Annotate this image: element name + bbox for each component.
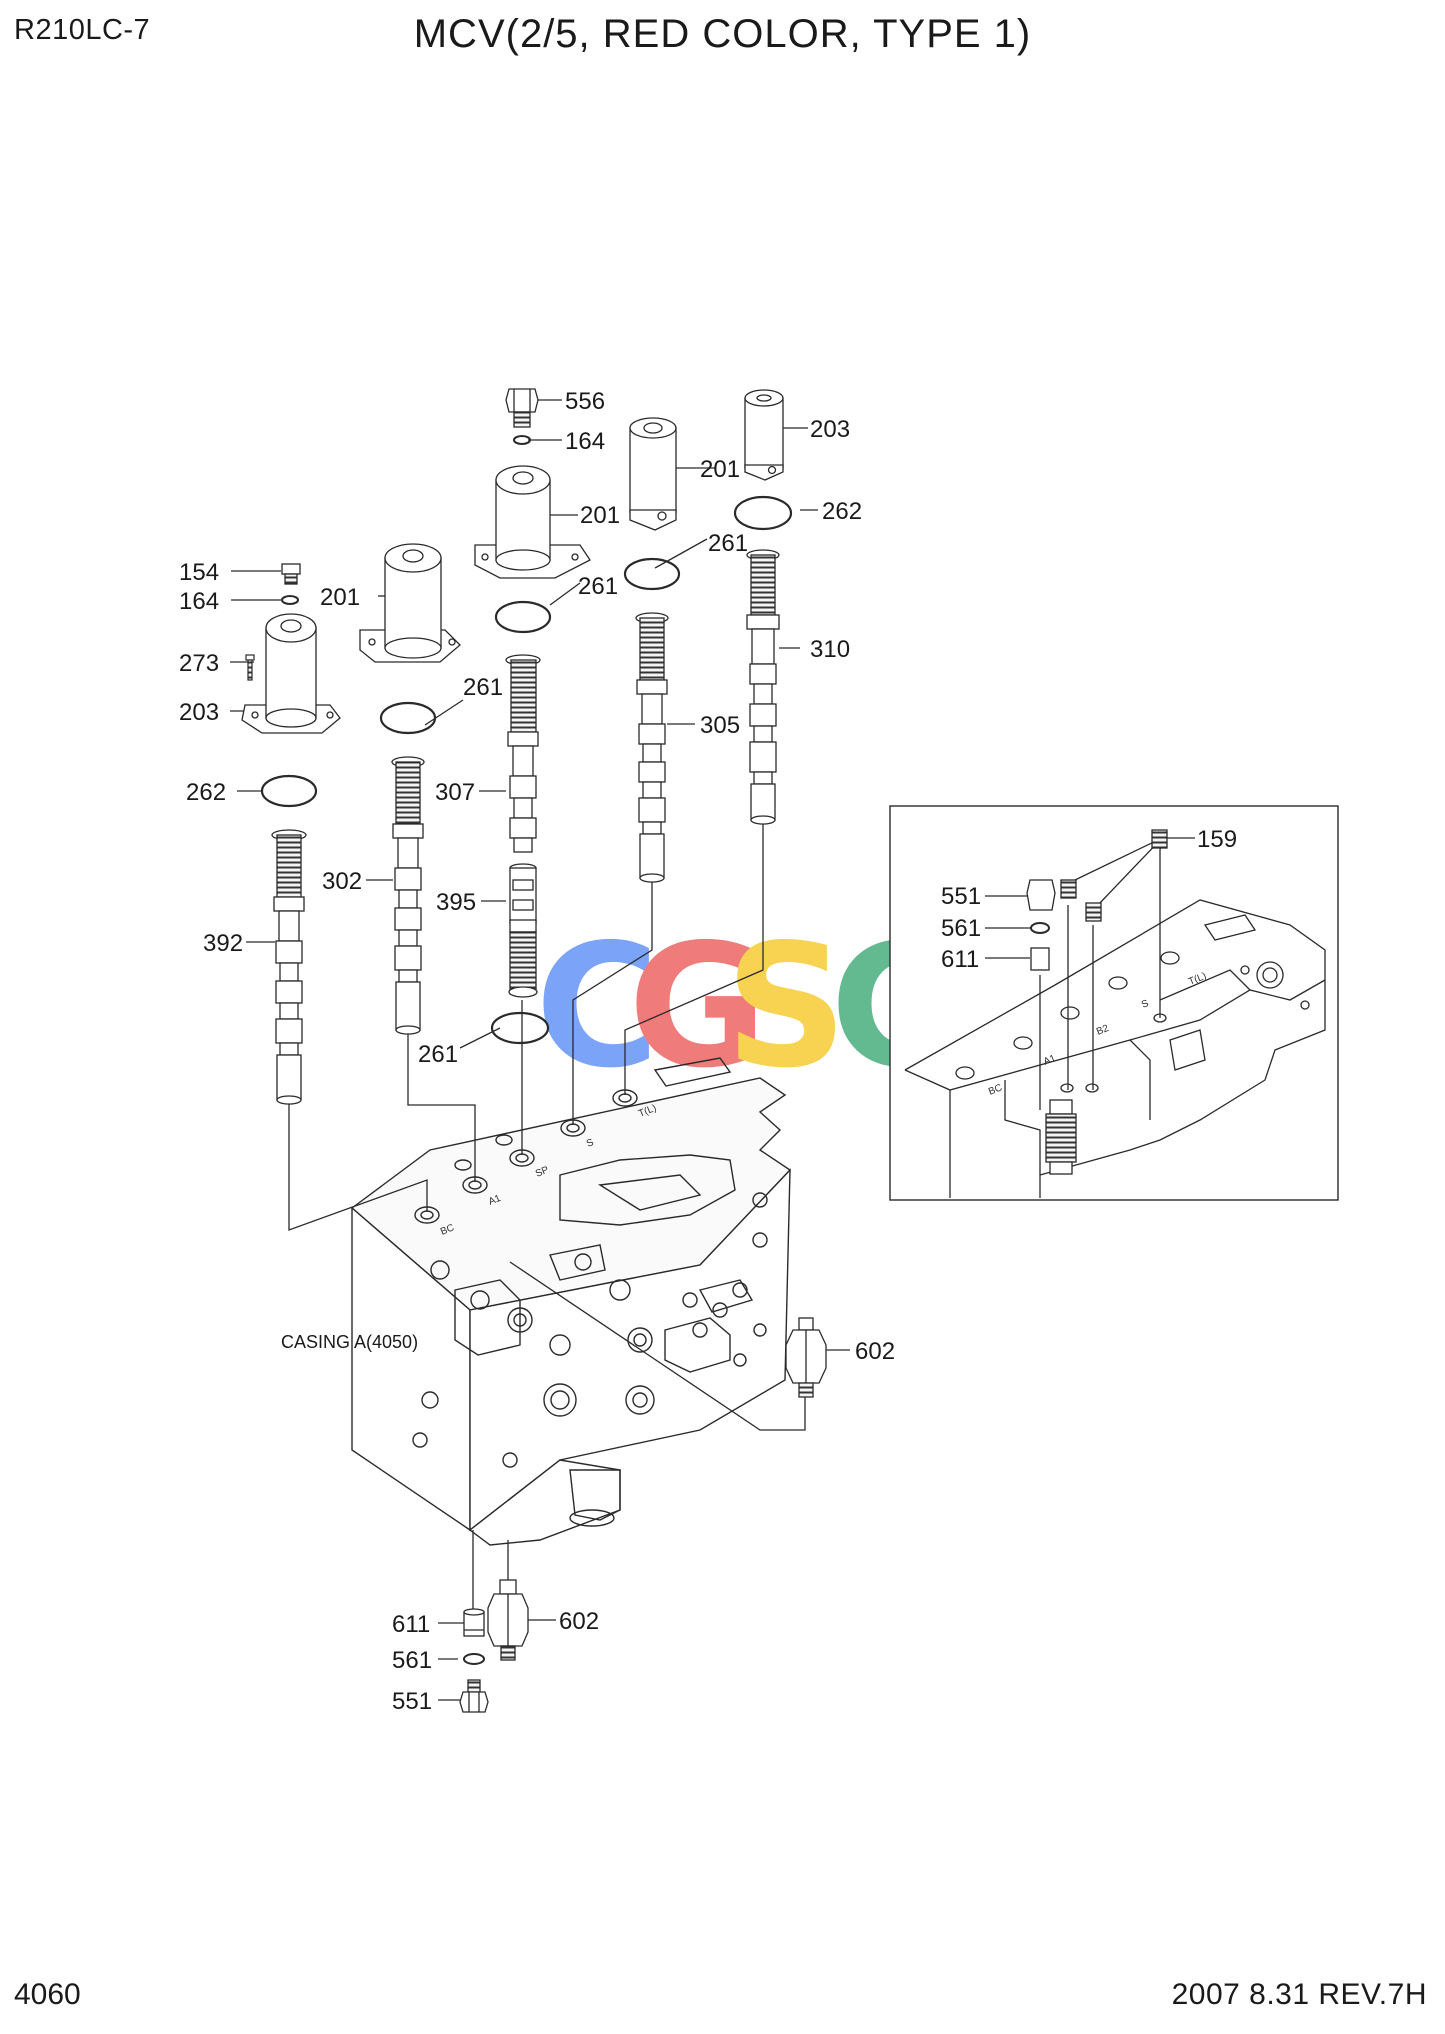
inset-part-159-plug-b — [1060, 879, 1077, 899]
callout-203-top: 203 — [810, 416, 850, 443]
callout-551-inset: 551 — [941, 883, 981, 910]
inset-port-s: S — [1140, 998, 1151, 1011]
callout-154: 154 — [179, 559, 219, 586]
port-label-a1: A1 — [487, 1193, 503, 1208]
watermark-letter-s: S — [725, 908, 847, 1106]
callout-164-top: 164 — [565, 428, 605, 455]
callout-611-inset: 611 — [941, 946, 979, 973]
part-310-spool — [746, 549, 780, 825]
callout-602-right: 602 — [855, 1338, 895, 1365]
part-154-plug — [281, 563, 301, 585]
part-273-bolt — [245, 654, 255, 681]
part-261-oring-3 — [379, 701, 437, 735]
callout-201-upper: 201 — [700, 456, 740, 483]
revision-date: 2007 8.31 REV.7H — [1171, 1978, 1427, 2011]
part-261-oring-4 — [490, 1011, 550, 1045]
callout-273: 273 — [179, 650, 219, 677]
watermark-letter-c1: C — [535, 908, 660, 1106]
callout-556: 556 — [565, 388, 605, 415]
callout-262-left: 262 — [186, 779, 226, 806]
part-164-oring — [513, 435, 531, 445]
callout-261-c: 261 — [463, 674, 503, 701]
part-307-spool — [505, 654, 541, 853]
inset-part-551-plug — [1026, 879, 1056, 911]
callout-261-b: 261 — [578, 573, 618, 600]
casing-label: CASING A(4050) — [281, 1332, 418, 1352]
port-label-sp: SP — [534, 1164, 551, 1179]
callout-392: 392 — [203, 930, 243, 957]
callout-159: 159 — [1197, 826, 1237, 853]
watermark-letter-g: G — [628, 908, 768, 1106]
page-number: 4060 — [14, 1978, 81, 2011]
detail-inset: 159 551 561 611 BC A1 B2 S T(L) — [889, 805, 1339, 1201]
callout-307: 307 — [435, 779, 475, 806]
callout-561-bottom: 561 — [392, 1647, 432, 1674]
callout-201-left: 201 — [320, 584, 360, 611]
callout-551-bottom: 551 — [392, 1688, 432, 1715]
callout-164-left: 164 — [179, 588, 219, 615]
callout-261-d: 261 — [418, 1041, 458, 1068]
callout-602-bottom: 602 — [559, 1608, 599, 1635]
part-602-valve-bottom — [487, 1579, 529, 1661]
detail-inset-frame — [889, 805, 1339, 1201]
part-201-cover-upper — [629, 417, 677, 531]
part-261-oring-1 — [623, 557, 681, 591]
part-302-spool — [391, 756, 425, 1035]
inset-port-a1: A1 — [1042, 1053, 1058, 1068]
part-551-plug-bottom — [459, 1679, 489, 1713]
part-201-cover-left — [359, 543, 461, 663]
part-201-cover-center — [474, 465, 591, 579]
part-164-oring-left — [281, 595, 299, 605]
part-602-valve-right — [785, 1317, 827, 1398]
callout-203-left: 203 — [179, 699, 219, 726]
callout-262-top: 262 — [822, 498, 862, 525]
callout-310: 310 — [810, 636, 850, 663]
part-261-oring-2 — [494, 600, 552, 634]
model-name: R210LC-7 — [14, 14, 151, 46]
casing-a-block — [350, 1057, 792, 1546]
callout-201-center: 201 — [580, 502, 620, 529]
part-395-piston — [508, 863, 538, 998]
inset-port-bc: BC — [987, 1082, 1004, 1097]
part-305-spool — [635, 612, 669, 883]
part-203-cover-upper — [744, 389, 784, 481]
page-title: MCV(2/5, RED COLOR, TYPE 1) — [413, 12, 1032, 56]
callout-302: 302 — [322, 868, 362, 895]
inset-part-561-oring — [1030, 922, 1050, 934]
part-203-cover-left — [241, 613, 341, 734]
inset-part-159-plug-a — [1151, 829, 1168, 849]
inset-part-611-plug — [1030, 947, 1050, 971]
part-611-plug-bottom — [463, 1608, 485, 1637]
callout-305: 305 — [700, 712, 740, 739]
part-556-plug — [505, 388, 539, 428]
part-561-oring-bottom — [463, 1653, 485, 1665]
callout-261-a: 261 — [708, 530, 748, 557]
leader-lines — [230, 399, 850, 1701]
inset-part-159-plug-c — [1085, 902, 1102, 922]
inset-port-b2: B2 — [1095, 1023, 1111, 1038]
port-label-s: S — [585, 1137, 596, 1150]
callout-395: 395 — [436, 889, 476, 916]
port-label-bc: BC — [439, 1222, 456, 1237]
part-262-oring-lower — [260, 774, 318, 808]
part-392-spool — [271, 829, 307, 1105]
callout-561-inset: 561 — [941, 915, 981, 942]
part-262-oring-upper — [733, 495, 793, 531]
callout-611-bottom: 611 — [392, 1611, 430, 1638]
